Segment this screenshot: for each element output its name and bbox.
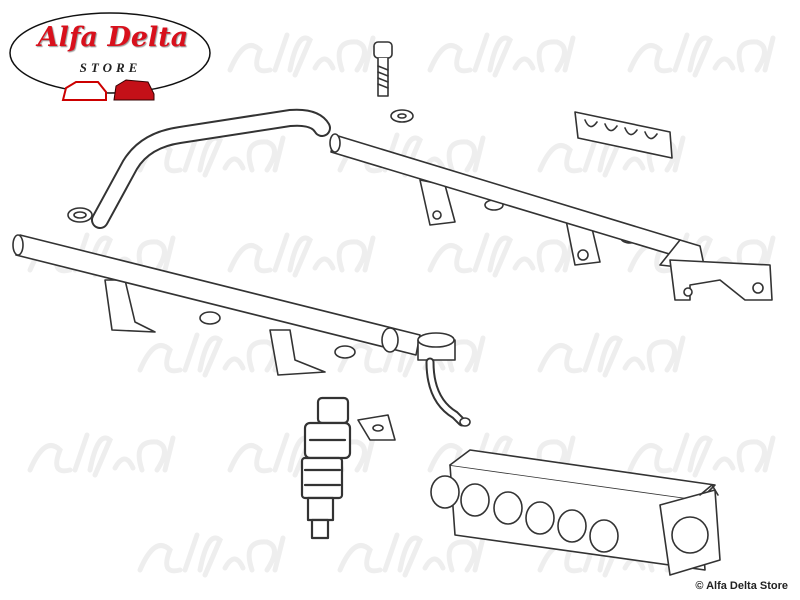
fuel-injector	[300, 396, 352, 540]
watermark-mark	[137, 132, 286, 178]
intake-manifold	[430, 449, 721, 576]
fuel-hose	[91, 108, 331, 229]
bolt	[373, 41, 393, 97]
watermark-mark	[427, 32, 576, 78]
injector-clip	[357, 414, 396, 441]
watermark-mark	[537, 332, 686, 378]
watermark-mark	[137, 332, 286, 378]
car-icon	[61, 79, 155, 101]
copyright-notice: © Alfa Delta Store	[695, 580, 788, 592]
hose-clamp	[67, 207, 93, 223]
watermark-mark	[627, 432, 776, 478]
fuel-rail-rear	[329, 133, 773, 301]
watermark-mark	[27, 432, 176, 478]
watermark-mark	[227, 32, 376, 78]
watermark-mark	[427, 232, 576, 278]
watermark-mark	[137, 532, 286, 578]
pressure-regulator	[417, 332, 471, 427]
fuel-rail-front	[12, 234, 421, 376]
logo-ellipse	[9, 12, 211, 101]
logo-subtitle: STORE	[79, 60, 142, 75]
logo-title: Alfa Delta	[37, 22, 189, 53]
watermark-mark	[627, 32, 776, 78]
washer	[390, 109, 414, 123]
store-logo[interactable]: Alfa Delta STORE	[8, 8, 213, 102]
rail-clip	[574, 111, 673, 159]
watermark-mark	[337, 532, 486, 578]
watermark-mark	[227, 232, 376, 278]
